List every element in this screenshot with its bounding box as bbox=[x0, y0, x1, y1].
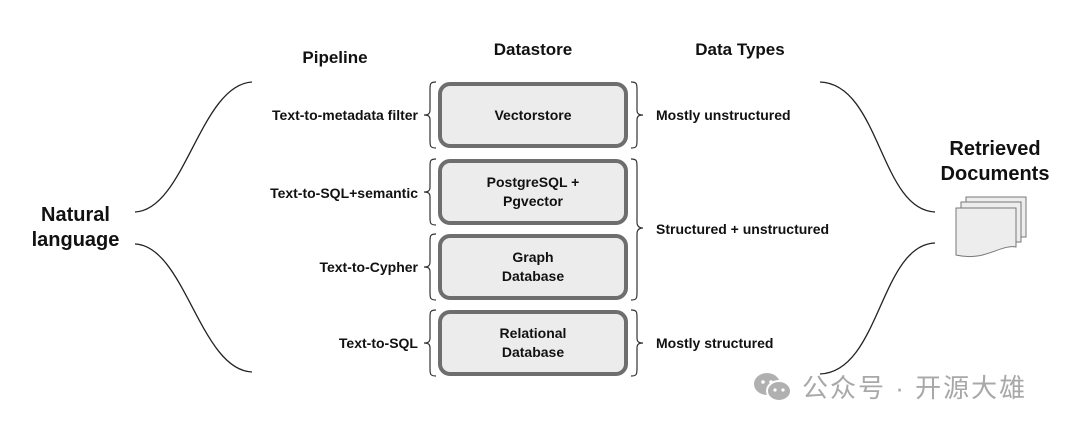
input-label-line2: language bbox=[31, 229, 120, 251]
data-type-label: Mostly unstructured bbox=[656, 107, 791, 123]
pipeline-label: Text-to-SQL bbox=[338, 335, 418, 351]
output-label-line1: Retrieved bbox=[949, 138, 1041, 160]
watermark-text: 公众号 · 开源大雄 bbox=[802, 373, 1028, 403]
data-type-label: Mostly structured bbox=[656, 335, 774, 351]
header-pipeline: Pipeline bbox=[302, 48, 368, 67]
brace-left-2 bbox=[423, 158, 437, 226]
pipeline-label: Text-to-metadata filter bbox=[272, 107, 418, 123]
datastore-name-line2: Pgvector bbox=[503, 193, 563, 209]
datastore-name-line1: Relational bbox=[499, 325, 567, 341]
output-label-line2: Documents bbox=[940, 163, 1050, 185]
datastore-name-line2: Database bbox=[501, 344, 565, 360]
brace-left-4 bbox=[423, 309, 437, 377]
datastore-name: Vectorstore bbox=[494, 106, 572, 123]
datastore-name-line1: Graph bbox=[512, 249, 554, 265]
brace-right-2 bbox=[630, 158, 644, 301]
brace-left-3 bbox=[423, 233, 437, 301]
watermark: 公众号 · 开源大雄 bbox=[752, 368, 1027, 405]
output-label: Retrieved Documents bbox=[925, 137, 1065, 187]
brace-right-3 bbox=[630, 309, 644, 377]
datastore-vectorstore: Vectorstore bbox=[438, 82, 628, 148]
curve-output-bottom bbox=[819, 242, 936, 375]
input-label: Natural language bbox=[18, 203, 133, 253]
datastore-name-line2: Database bbox=[501, 268, 565, 284]
brace-left-1 bbox=[423, 81, 437, 149]
pipeline-label: Text-to-Cypher bbox=[319, 259, 418, 275]
documents-stack-icon bbox=[955, 196, 1027, 257]
wechat-icon bbox=[754, 372, 792, 402]
curve-input-bottom bbox=[134, 243, 253, 373]
pipeline-label: Text-to-SQL+semantic bbox=[270, 185, 418, 201]
data-type-label: Structured + unstructured bbox=[656, 221, 830, 237]
header-datastore: Datastore bbox=[493, 40, 573, 59]
curve-output-top bbox=[819, 81, 936, 213]
datastore-postgresql-pgvector: PostgreSQL + Pgvector bbox=[438, 159, 628, 225]
header-data-types: Data Types bbox=[695, 40, 785, 59]
input-label-line1: Natural bbox=[41, 204, 110, 226]
brace-right-1 bbox=[630, 81, 644, 149]
datastore-name-line1: PostgreSQL + bbox=[486, 174, 580, 190]
curve-input-top bbox=[134, 81, 253, 213]
